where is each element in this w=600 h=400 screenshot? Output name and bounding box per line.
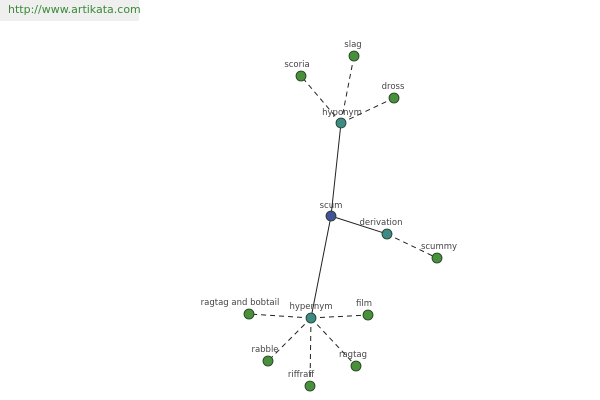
node-film[interactable] [362, 309, 374, 321]
node-hyponym[interactable] [335, 117, 347, 129]
edge-hyponym-scoria [300, 75, 342, 124]
node-label-film[interactable]: film [356, 299, 372, 309]
node-rabble[interactable] [262, 355, 274, 367]
node-hypernym[interactable] [305, 312, 317, 324]
edge-hypernym-rabble [267, 317, 312, 362]
node-label-ragtag[interactable]: ragtag [339, 350, 367, 360]
node-label-derivation[interactable]: derivation [359, 218, 402, 228]
edges-layer [248, 55, 438, 387]
node-ragtag-and-bobtail[interactable] [243, 308, 255, 320]
edge-hypernym-film [310, 314, 369, 319]
node-scoria[interactable] [295, 70, 307, 82]
labels-layer: scum hyponym derivation hypernym slag scoria d… [201, 40, 457, 380]
node-label-ragtag-and-bobtail[interactable]: ragtag and bobtail [201, 298, 280, 308]
edge-derivation-scummy [386, 233, 438, 259]
edge-hyponym-dross [340, 97, 395, 124]
url-banner: http://www.artikata.com [0, 0, 141, 21]
edge-hyponym-slag [340, 55, 355, 124]
edge-scum-hyponym [330, 122, 342, 217]
node-scum[interactable] [325, 210, 337, 222]
nodes-layer [243, 50, 443, 392]
node-label-slag[interactable]: slag [344, 40, 361, 50]
node-label-hypernym[interactable]: hypernym [289, 302, 332, 312]
node-label-riffraff[interactable]: riffraff [288, 370, 315, 380]
node-slag[interactable] [348, 50, 360, 62]
node-label-dross[interactable]: dross [382, 82, 405, 92]
node-riffraff[interactable] [304, 380, 316, 392]
node-label-scum[interactable]: scum [320, 201, 343, 211]
node-dross[interactable] [388, 92, 400, 104]
node-label-scoria[interactable]: scoria [284, 60, 309, 70]
node-label-rabble[interactable]: rabble [251, 345, 278, 355]
node-label-hyponym[interactable]: hyponym [322, 108, 362, 118]
site-url-link[interactable]: http://www.artikata.com [8, 3, 141, 16]
edge-scum-hypernym [310, 215, 332, 319]
node-label-scummy[interactable]: scummy [421, 242, 457, 252]
node-ragtag[interactable] [350, 360, 362, 372]
edge-hypernym-ragtag [310, 317, 357, 367]
edge-hypernym-riffraff [309, 317, 312, 387]
node-scummy[interactable] [431, 252, 443, 264]
node-derivation[interactable] [381, 228, 393, 240]
edge-hypernym-ragtag_and_bobtail [248, 313, 312, 319]
edge-scum-derivation [330, 215, 388, 235]
